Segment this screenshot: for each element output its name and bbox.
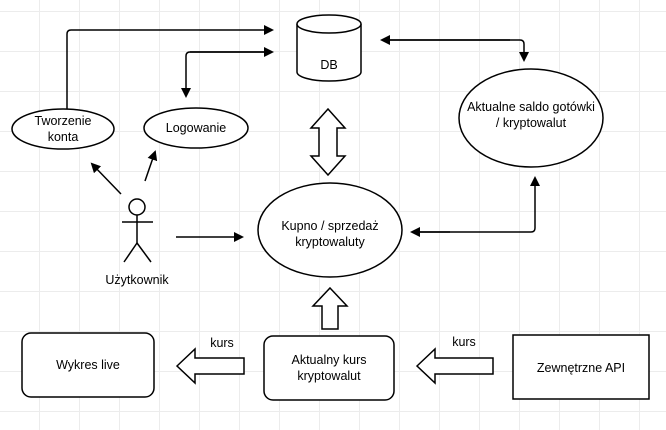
- db-cylinder[interactable]: [296, 14, 362, 82]
- db-label: DB: [320, 58, 338, 72]
- kupno-label: Kupno / sprzedaż kryptowaluty: [281, 219, 379, 249]
- arrow-db-saldo: [390, 39, 529, 62]
- connector-arrows: [66, 25, 540, 242]
- arrow-tworzenie-to-db: [66, 25, 274, 109]
- api-box[interactable]: [512, 334, 650, 400]
- block-arrow-api-kurs: [415, 347, 494, 385]
- tworzenie-konta-label: Tworzenie konta: [34, 114, 92, 144]
- logowanie-label: Logowanie: [165, 121, 227, 135]
- arrow-user-tworzenie: [90, 162, 122, 195]
- kurs-box-label: Aktualny kurs kryptowalut: [291, 353, 367, 383]
- arrow-db-to-logowanie: [181, 51, 272, 98]
- wykres-box[interactable]: [21, 332, 155, 398]
- api-label: Zewnętrzne API: [536, 361, 626, 375]
- arrow-kupno-saldo: [420, 176, 540, 233]
- tworzenie-konta-ellipse[interactable]: [11, 108, 115, 150]
- edge-label-kurs-right: kurs: [452, 335, 476, 349]
- uzytkownik-label: Użytkownik: [105, 273, 169, 287]
- block-arrow-db-kupno: [309, 107, 347, 177]
- kurs-box[interactable]: [263, 335, 395, 401]
- user-actor-icon[interactable]: [122, 198, 153, 263]
- logowanie-ellipse[interactable]: [143, 107, 249, 149]
- saldo-ellipse[interactable]: [458, 68, 604, 168]
- edge-label-kurs-left: kurs: [210, 336, 234, 350]
- block-arrow-kurs-wykres: [175, 347, 245, 385]
- block-arrow-kurs-kupno: [311, 286, 349, 330]
- wykres-label: Wykres live: [56, 358, 120, 372]
- arrow-user-logowanie: [144, 150, 158, 182]
- block-arrows: [175, 107, 494, 385]
- kupno-ellipse[interactable]: [257, 182, 403, 278]
- saldo-label: Aktualne saldo gotówki / kryptowalut: [467, 100, 595, 130]
